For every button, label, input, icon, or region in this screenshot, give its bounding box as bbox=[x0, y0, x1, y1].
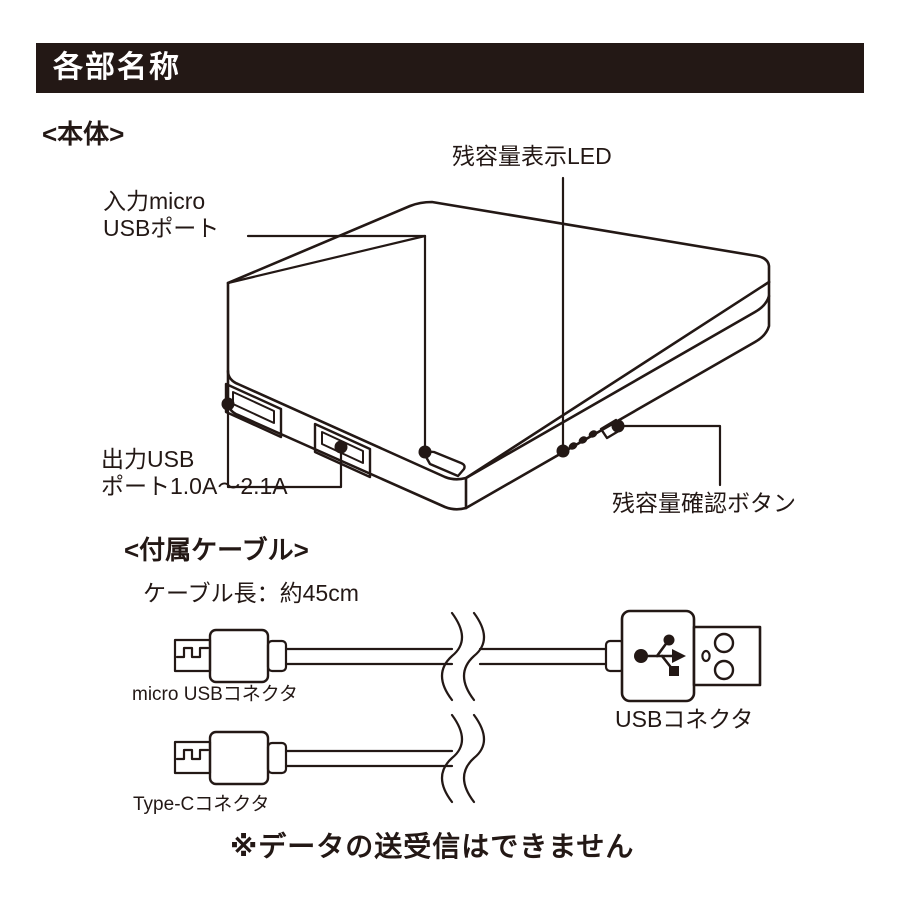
led-dot-2 bbox=[568, 442, 578, 450]
usb-a-shell-hole-top bbox=[713, 632, 735, 654]
callout-micro-usb-connector: micro USBコネクタ bbox=[132, 684, 299, 705]
device-top-face-back-edges bbox=[226, 200, 771, 285]
usb-a-shell-slot bbox=[701, 649, 711, 663]
usb-a-connector-body bbox=[620, 609, 696, 703]
output-usb-port-1 bbox=[224, 382, 283, 439]
callout-type-c-connector: Type-Cコネクタ bbox=[133, 794, 270, 815]
output-usb-port-2 bbox=[313, 422, 372, 479]
usb-port-1-tongue bbox=[232, 391, 275, 424]
leader-lines bbox=[221, 176, 722, 489]
input-micro-usb-port-shape bbox=[423, 450, 466, 478]
cable-type-c-illustration bbox=[173, 713, 486, 804]
leader-dot-check-button bbox=[611, 419, 625, 433]
battery-check-button-shape bbox=[599, 418, 624, 440]
micro-usb-port-outline bbox=[423, 450, 466, 478]
heading-main-body: <本体> bbox=[42, 119, 125, 149]
usb-trident-arrow bbox=[672, 649, 686, 663]
led-dot-3 bbox=[578, 436, 588, 444]
leader-dot-usb-port-1 bbox=[221, 397, 235, 411]
heading-included-cable: <付属ケーブル> bbox=[124, 535, 309, 565]
cable-1-break-wave-right bbox=[462, 611, 486, 702]
usb-trident-circle bbox=[634, 649, 648, 663]
led-dot-1 bbox=[558, 448, 568, 456]
micro-usb-plug-contacts bbox=[175, 646, 210, 659]
type-c-plug-tip bbox=[173, 740, 212, 775]
type-c-strain-relief bbox=[266, 741, 288, 775]
page-title: 各部名称 bbox=[53, 51, 181, 84]
usb-a-shell-hole-bottom bbox=[713, 659, 735, 681]
device-front-side-wall bbox=[226, 294, 771, 511]
usb-port-2-tongue bbox=[321, 431, 364, 464]
leader-dot-led bbox=[556, 444, 570, 458]
led-dot-4 bbox=[588, 430, 598, 438]
usb-port-1-outer bbox=[224, 382, 283, 439]
callout-battery-check-button: 残容量確認ボタン bbox=[612, 490, 796, 516]
leader-input-micro-diagonal bbox=[226, 234, 427, 285]
cable-2-break-wave-left bbox=[440, 713, 464, 804]
callout-cable-length: ケーブル長：約45cm bbox=[143, 580, 359, 606]
usb-trident-branch-down bbox=[660, 654, 675, 672]
micro-usb-connector-body bbox=[208, 628, 270, 684]
cable-1-break-wave-left bbox=[440, 611, 464, 702]
usb-trident-dot bbox=[663, 634, 675, 646]
callout-input-micro-usb-port: 入力micro USBポート bbox=[103, 188, 220, 242]
cable-2-break-wave-right bbox=[462, 713, 486, 804]
type-c-plug-contacts bbox=[175, 748, 210, 761]
callout-battery-level-led: 残容量表示LED bbox=[452, 143, 612, 169]
callout-output-usb-ports: 出力USB ポート1.0A〜2.1A bbox=[101, 446, 288, 500]
usb-trident-icon bbox=[634, 634, 686, 676]
micro-usb-plug-tip bbox=[173, 638, 212, 673]
device-top-face-right-edge bbox=[464, 280, 771, 480]
note-no-data-transfer: ※データの送受信はできません bbox=[230, 831, 635, 862]
micro-usb-strain-relief bbox=[266, 639, 288, 673]
leader-check-button bbox=[616, 424, 722, 487]
callout-usb-connector: USBコネクタ bbox=[615, 706, 754, 732]
usb-port-2-outer bbox=[313, 422, 372, 479]
usb-trident-square bbox=[669, 666, 679, 676]
power-bank-illustration bbox=[224, 200, 771, 511]
device-top-face-front-edges bbox=[226, 280, 771, 481]
leader-dot-input-micro bbox=[418, 445, 432, 459]
usb-trident-branch-up bbox=[655, 639, 670, 658]
section-header-bar: 各部名称 bbox=[36, 43, 864, 93]
check-button-outline bbox=[599, 418, 624, 440]
battery-level-led-dots bbox=[558, 430, 598, 456]
usb-a-metal-shell bbox=[692, 625, 762, 687]
leader-dot-usb-port-2 bbox=[334, 440, 348, 454]
usb-a-strain-relief bbox=[604, 639, 626, 673]
type-c-connector-body bbox=[208, 730, 270, 786]
